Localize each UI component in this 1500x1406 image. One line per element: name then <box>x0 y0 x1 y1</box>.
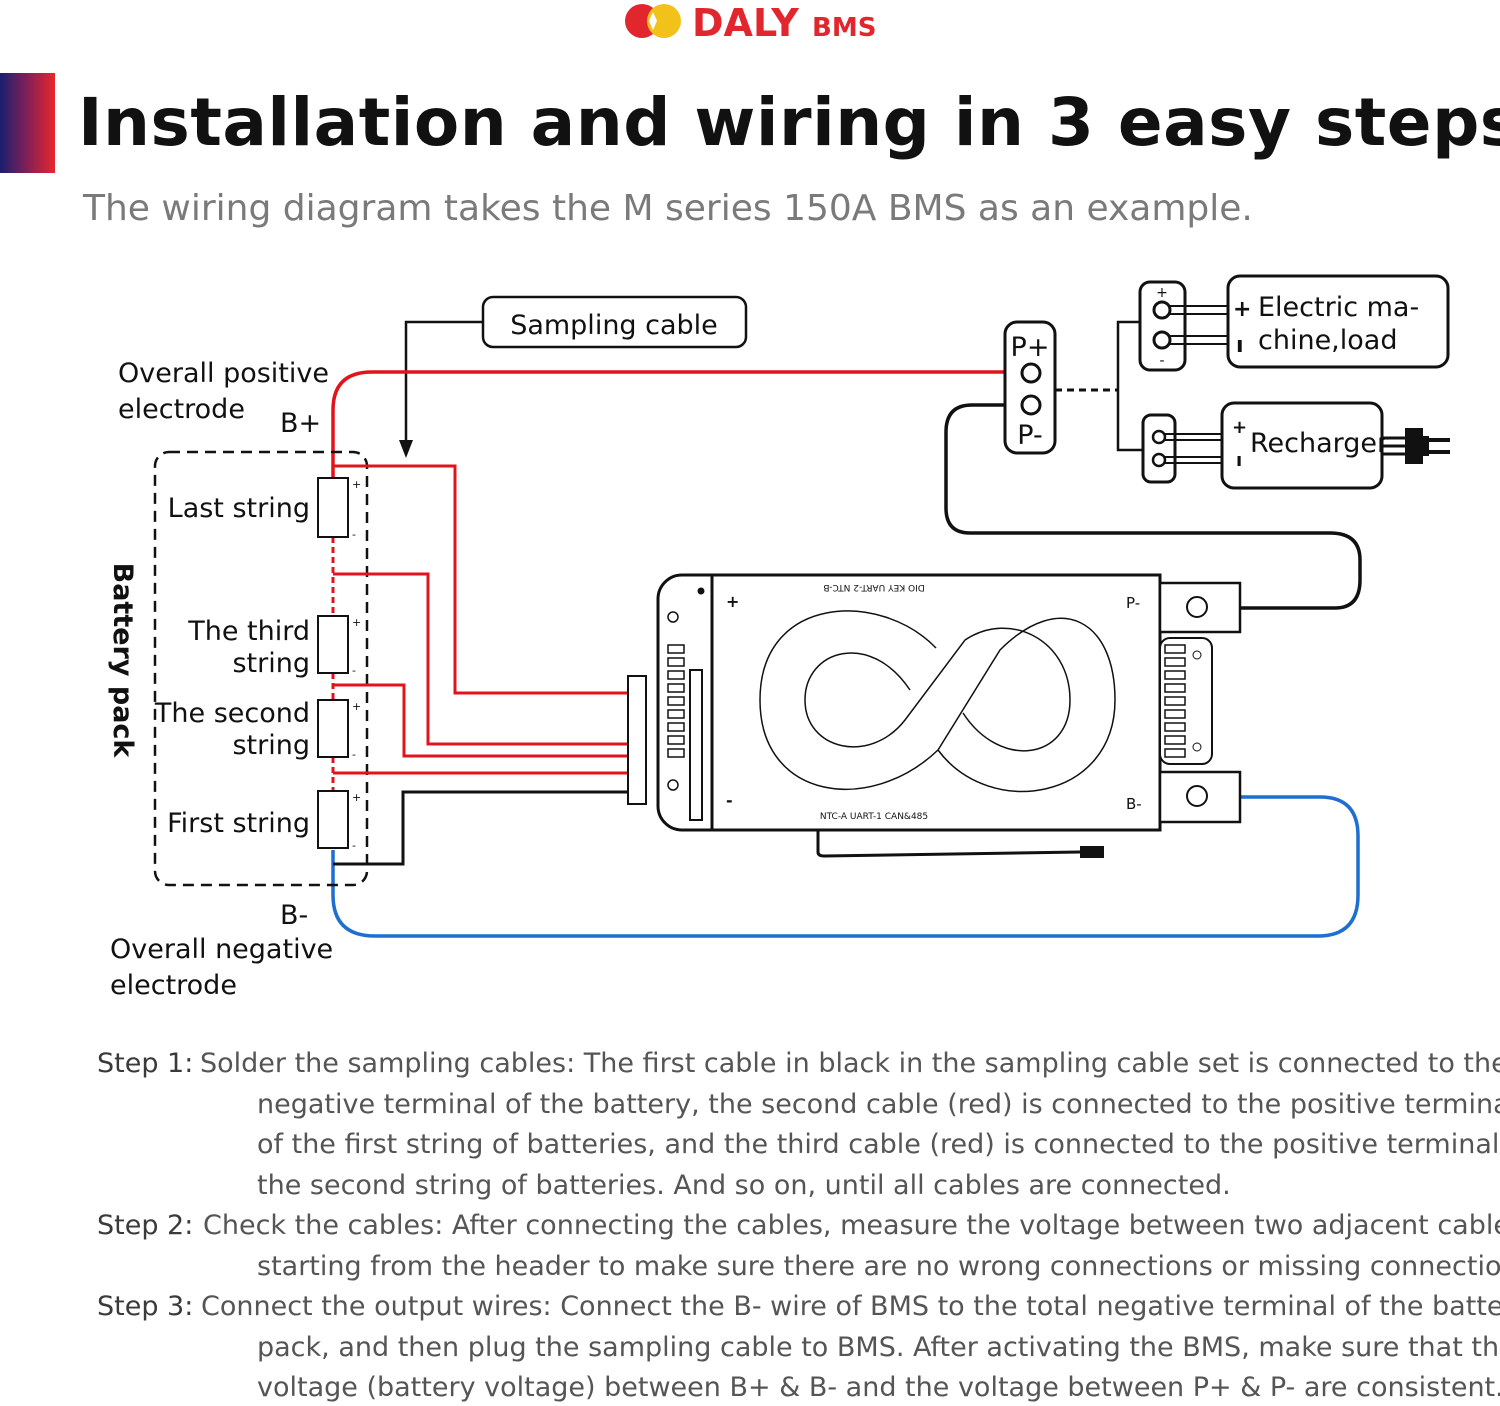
logo-star-icon <box>649 12 657 30</box>
b-minus-label: B- <box>280 900 308 931</box>
step-text-line: the second string of batteries. And so o… <box>257 1169 1231 1201</box>
svg-text:-: - <box>352 528 356 541</box>
third-string-label-2: string <box>232 648 310 679</box>
page-title: Installation and wiring in 3 easy steps <box>78 84 1500 161</box>
bms-b-minus-mark: B- <box>1126 795 1142 813</box>
step-text-line: of the first string of batteries, and th… <box>257 1129 1500 1160</box>
cell-second: +- <box>317 699 361 761</box>
sampling-wire-second <box>333 683 628 758</box>
svg-text:+: + <box>1232 417 1247 438</box>
svg-text:+: + <box>1156 285 1168 301</box>
step-text-line: negative terminal of the battery, the se… <box>257 1088 1500 1120</box>
load-label-2: chine,load <box>1258 325 1397 356</box>
page-subtitle: The wiring diagram takes the M series 15… <box>83 188 1253 229</box>
step-label: Step 2: <box>97 1210 194 1241</box>
sampling-connector <box>627 675 647 805</box>
svg-text:-: - <box>352 839 356 852</box>
step-text-line: Solder the sampling cables: The first ca… <box>200 1048 1500 1079</box>
svg-text:+: + <box>352 616 361 629</box>
svg-text:-: - <box>352 748 356 761</box>
sampling-wire-third <box>333 572 628 746</box>
load-box <box>1226 274 1450 369</box>
bms-minus-mark: - <box>726 791 733 810</box>
cell-third: +- <box>317 615 361 677</box>
overall-negative-label: Overall negative <box>110 934 333 965</box>
sampling-cable-label: Sampling cable <box>510 310 718 341</box>
svg-text:ı: ı <box>1236 450 1242 471</box>
battery-pack-label: Battery pack <box>107 563 138 759</box>
last-string-label: Last string <box>168 493 310 524</box>
output-branch <box>1116 320 1143 452</box>
power-plug-icon <box>1382 428 1450 464</box>
logo-mark-yellow <box>647 4 681 38</box>
battery-pack-outline <box>153 450 369 887</box>
sampling-wires <box>333 464 628 866</box>
step-3: Step 3: Connect the output wires: Connec… <box>97 1287 1500 1406</box>
load-connector <box>1138 280 1187 372</box>
second-string-label: The second <box>154 698 310 729</box>
svg-text:+: + <box>352 791 361 804</box>
cell-first: +- <box>317 790 361 852</box>
third-string-label: The third <box>187 616 310 647</box>
first-string-label: First string <box>167 808 310 839</box>
steps-list: Step 1: Solder the sampling cables: The … <box>97 1044 1500 1406</box>
b-minus-terminal <box>1158 770 1242 824</box>
infinity-logo-icon <box>759 610 1116 793</box>
bms-board: DIO KEY UART-2 NTC-B NTC-A UART-1 CAN&48… <box>627 573 1242 858</box>
step-label: Step 3: <box>97 1291 194 1322</box>
positive-main-wire <box>331 370 1022 478</box>
comm-plug <box>1080 846 1104 858</box>
overall-positive-label: Overall positive <box>118 358 329 389</box>
step-text-line: pack, and then plug the sampling cable t… <box>257 1331 1500 1363</box>
recharger-label: Recharger <box>1250 428 1389 459</box>
logo-text: DALY BMS <box>692 1 876 45</box>
svg-text:+: + <box>1233 297 1251 322</box>
sampling-wire-last <box>333 464 628 695</box>
p-minus-terminal <box>1158 581 1242 634</box>
bms-top-port-labels: DIO KEY UART-2 NTC-B <box>823 582 924 592</box>
svg-text:-: - <box>352 664 356 677</box>
p-plus-label: P+ <box>1011 332 1050 363</box>
svg-text:+: + <box>352 700 361 713</box>
comm-cable <box>816 830 1081 858</box>
load-label: Electric ma- <box>1258 292 1419 323</box>
daly-logo: DALY BMS <box>625 1 876 45</box>
step-label: Step 1: <box>97 1048 194 1079</box>
svg-text:+: + <box>352 478 361 491</box>
accent-gradient-bar <box>0 73 55 173</box>
overall-negative-label-2: electrode <box>110 970 237 1001</box>
negative-main-wire <box>331 795 1360 938</box>
step-text-line: Check the cables: After connecting the c… <box>203 1210 1500 1241</box>
svg-text:ı: ı <box>1236 333 1244 358</box>
second-string-label-2: string <box>232 730 310 761</box>
sampling-wire-negative <box>333 790 628 866</box>
step-2: Step 2: Check the cables: After connecti… <box>97 1206 1500 1287</box>
bms-side-port <box>1159 637 1213 765</box>
output-connector <box>1003 320 1057 455</box>
svg-text:-: - <box>1159 353 1164 369</box>
sampling-pointer-line <box>404 320 483 445</box>
p-minus-wire <box>944 403 1362 610</box>
bms-plus-mark: + <box>726 592 739 611</box>
overall-positive-label-2: electrode <box>118 394 245 425</box>
bms-bottom-port-labels: NTC-A UART-1 CAN&485 <box>820 812 928 822</box>
recharger-connector <box>1141 413 1177 484</box>
step-text-line: Connect the output wires: Connect the B-… <box>201 1291 1500 1322</box>
step-text-line: voltage (battery voltage) between B+ & B… <box>257 1372 1500 1403</box>
step-1: Step 1: Solder the sampling cables: The … <box>97 1044 1500 1206</box>
b-plus-label: B+ <box>280 408 321 439</box>
p-minus-label: P- <box>1017 420 1042 451</box>
step-text-line: starting from the header to make sure th… <box>257 1250 1500 1282</box>
arrow-down-icon <box>399 440 413 458</box>
cell-last: +- <box>317 477 361 541</box>
bms-p-minus-mark: P- <box>1126 594 1140 612</box>
